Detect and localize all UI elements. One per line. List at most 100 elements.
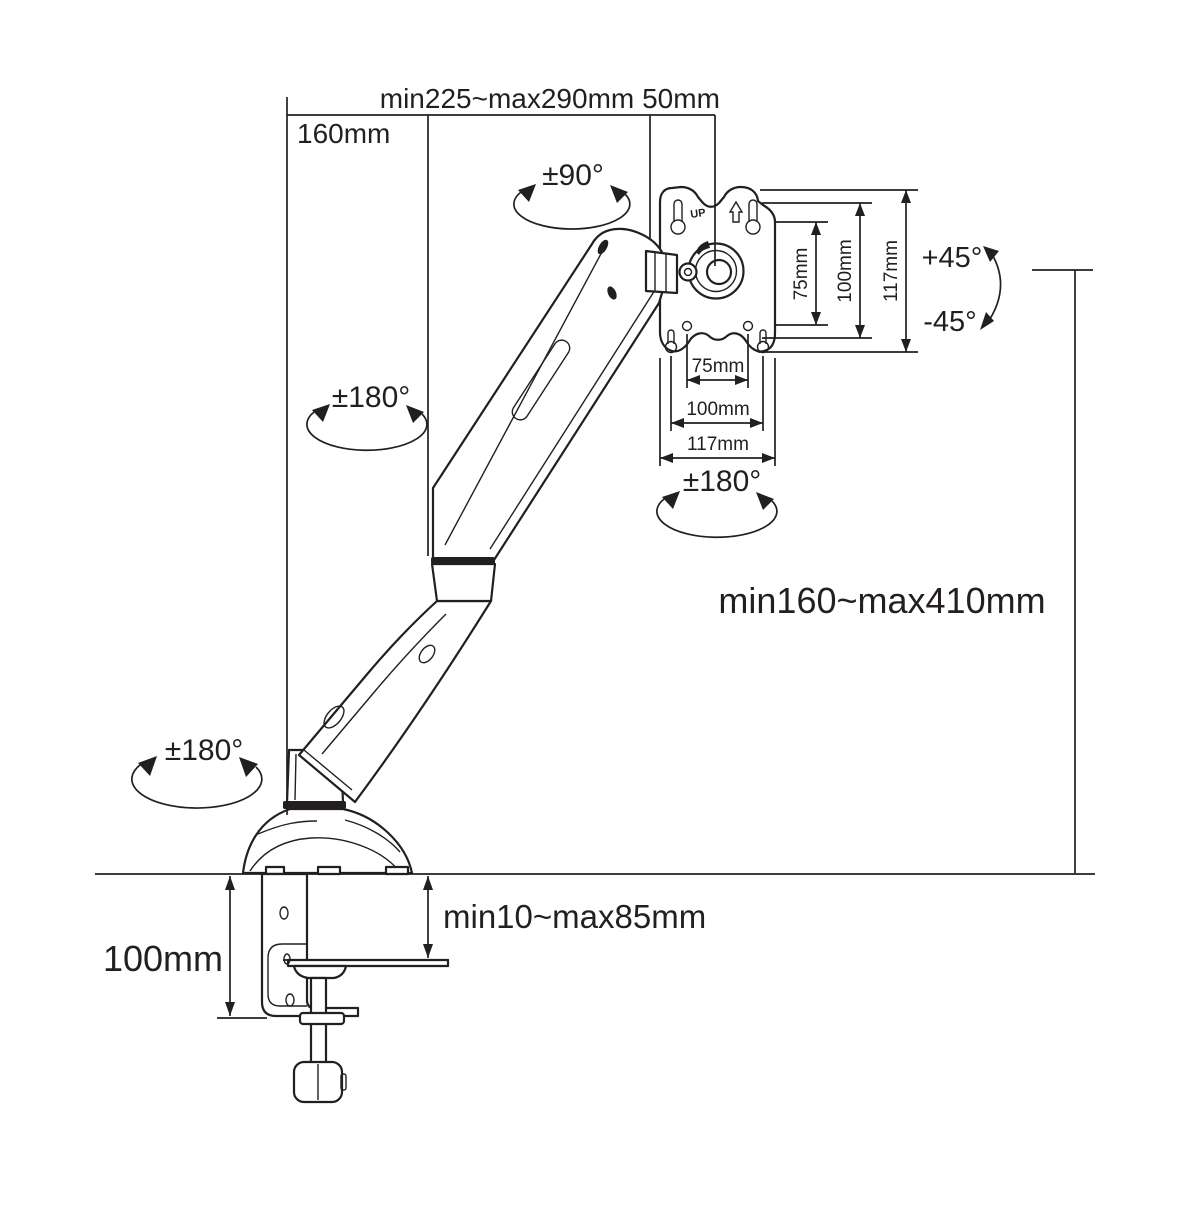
vesa-keyhole-slot	[673, 199, 683, 222]
lower-arm-body	[297, 599, 493, 804]
base-contour	[257, 820, 318, 835]
base-contour	[344, 819, 401, 853]
shoulder-collar	[430, 562, 497, 603]
pivot-bolt-center	[683, 267, 693, 277]
arm-head-joint	[644, 249, 698, 295]
arm-reach-label: min225~max290mm	[380, 83, 634, 114]
dimension-desk-thickness: min10~max85mm	[423, 876, 706, 958]
shoulder-joint	[430, 557, 497, 603]
vesa-hub-inner	[705, 258, 733, 286]
arrowhead-icon	[811, 312, 821, 325]
rotation-arrowhead-icon	[518, 184, 536, 202]
clamp-knob-nub	[340, 1073, 347, 1091]
desk-clamp	[260, 872, 450, 1104]
dimension-top-offsets: min225~max290mm 50mm 160mm	[286, 83, 720, 815]
vesa-100h-label: 100mm	[686, 399, 749, 420]
arrowhead-icon	[855, 325, 865, 338]
head-rotation-label: ±90°	[542, 159, 604, 192]
lower-arm	[297, 599, 493, 804]
base-neck-line	[294, 753, 297, 801]
vesa-up-label: UP	[690, 207, 707, 221]
upper-arm-contour	[489, 289, 656, 550]
upper-arm-accent	[607, 286, 617, 300]
arrowhead-icon	[901, 190, 911, 203]
shoulder-rotation-ring	[431, 557, 495, 564]
tilt-arrowhead-icon	[983, 246, 999, 262]
desk-thickness-label: min10~max85mm	[443, 898, 706, 935]
dimension-vesa-vertical: 75mm 100mm 117mm	[758, 189, 918, 353]
arrowhead-icon	[660, 453, 673, 463]
pivot-bolt	[678, 262, 698, 282]
arrowhead-icon	[735, 375, 748, 385]
lower-arm-hole	[418, 644, 436, 664]
upper-arm	[431, 227, 668, 562]
clamp-screw-crossbar	[298, 1011, 346, 1026]
vesa-117h-label: 117mm	[687, 434, 749, 455]
base-dome	[241, 807, 414, 875]
rotation-arrowhead-icon	[138, 756, 157, 776]
tilt-range: +45° -45°	[922, 242, 1002, 338]
vesa-117v-label: 117mm	[881, 240, 902, 302]
clamp-jaw-pad	[292, 964, 348, 980]
clamp-jaw-hole	[283, 953, 291, 965]
upper-arm-accent	[597, 239, 609, 255]
upper-arm-rotation-label: ±180°	[332, 381, 411, 414]
vesa-100v-label: 100mm	[835, 239, 856, 302]
vesa-plate: UP	[658, 185, 777, 354]
rotation-arrowhead-icon	[239, 757, 258, 777]
vesa-hub-shadow	[696, 241, 710, 255]
vesa-plate-rotation-label: ±180°	[683, 465, 762, 498]
vesa-keyhole-slot	[748, 199, 758, 222]
arrowhead-icon	[901, 339, 911, 352]
base-foot	[384, 865, 410, 876]
up-arrow-icon	[728, 200, 744, 223]
rotation-arrowhead-icon	[662, 491, 680, 509]
dimension-vesa-horizontal: 75mm 100mm 117mm	[659, 334, 776, 466]
rotation-arc	[131, 764, 263, 809]
arrowhead-icon	[750, 418, 763, 428]
rotation-arrowhead-icon	[312, 404, 330, 422]
dimension-height-range: min160~max410mm	[718, 269, 1093, 873]
base-rotation-label: ±180°	[165, 734, 244, 767]
rotation-arrowhead-icon	[406, 405, 424, 423]
base-foot	[316, 865, 342, 876]
vesa-75h-label: 75mm	[692, 356, 745, 377]
vesa-75v-label: 75mm	[791, 248, 812, 301]
vesa-keyhole	[670, 219, 686, 235]
base-contour	[249, 837, 400, 872]
arrowhead-icon	[687, 375, 700, 385]
clamp-back-plate	[260, 872, 360, 1018]
dimension-clamp-height: 100mm	[103, 876, 267, 1019]
arrowhead-icon	[671, 418, 684, 428]
rotation-vesa-plate: ±180°	[656, 465, 778, 539]
tilt-up-label: +45°	[922, 242, 983, 274]
upper-arm-slot	[511, 339, 571, 421]
vesa-keyhole	[745, 219, 761, 235]
arrowhead-icon	[225, 876, 235, 890]
base-rotation-ring	[283, 801, 346, 809]
vesa-offset-label: 50mm	[642, 83, 720, 114]
rotation-base: ±180°	[131, 734, 263, 809]
rotation-arrowhead-icon	[610, 185, 628, 203]
clamp-inner-bracket	[267, 943, 307, 1007]
vesa-keyhole	[664, 340, 678, 354]
lower-arm-contour	[321, 613, 447, 755]
lower-arm-slot	[323, 705, 345, 729]
rotation-arc	[306, 411, 428, 452]
arrowhead-icon	[762, 453, 775, 463]
vesa-hole	[681, 320, 693, 332]
upper-arm-body	[431, 227, 668, 562]
arrowhead-icon	[225, 1002, 235, 1016]
tilt-down-label: -45°	[923, 306, 977, 338]
rotation-arc	[656, 498, 778, 539]
lower-arm-contour	[303, 749, 353, 791]
clamp-hole	[279, 906, 289, 920]
arrowhead-icon	[423, 944, 433, 958]
height-range-label: min160~max410mm	[718, 580, 1045, 621]
clevis-block	[644, 249, 679, 295]
base-offset-label: 160mm	[297, 118, 390, 149]
arrowhead-icon	[855, 203, 865, 216]
arrowhead-icon	[811, 222, 821, 235]
